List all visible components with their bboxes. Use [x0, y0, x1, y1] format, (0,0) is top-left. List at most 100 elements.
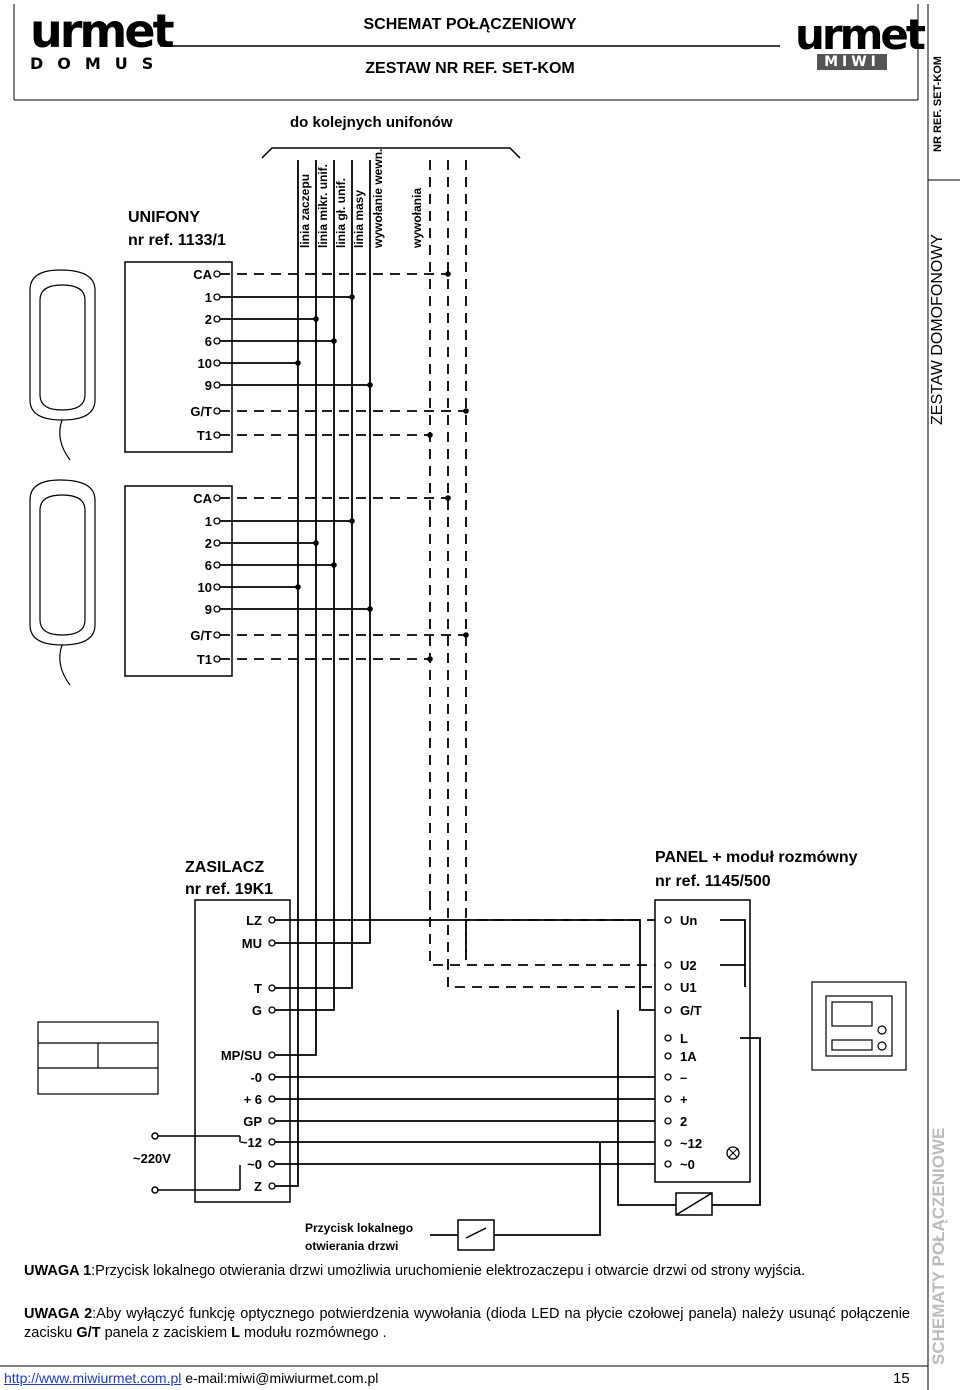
- panel-terminal-9: [664, 1139, 672, 1147]
- note-2-text-b: panela z zaciskiem: [100, 1325, 232, 1341]
- footer-links: http://www.miwiurmet.com.pl e-mail:miwi@…: [4, 1370, 378, 1386]
- unifon-1-terminal-3: [213, 337, 221, 345]
- unifon-1-2-link-node: [313, 540, 319, 546]
- wire-mpsu: [275, 900, 317, 1056]
- unifon-0-ca-link-node: [445, 271, 451, 277]
- unifon-2-terminal-6: [213, 631, 221, 639]
- zasilacz-terminal-label-4: MP/SU: [221, 1048, 262, 1063]
- panel-terminal-label-2: U1: [680, 980, 697, 995]
- footer-email: e-mail:miwi@miwiurmet.com.pl: [185, 1370, 379, 1386]
- zasilacz-terminal-label-2: T: [254, 981, 262, 996]
- unifon-2-terminal-2: [213, 539, 221, 547]
- line-label-4: wywołanie wewn.: [371, 149, 385, 249]
- local-button-icon: [457, 1219, 495, 1251]
- panel-terminal-label-1: U2: [680, 958, 697, 973]
- panel-switch-1: [720, 919, 746, 965]
- led-icon-cross-b: [728, 1148, 738, 1158]
- panel-switch-2: [720, 964, 746, 987]
- unifon-2-terminal-1: [213, 517, 221, 525]
- note-1-text: :Przycisk lokalnego otwierania drzwi umo…: [91, 1263, 806, 1279]
- panel-terminal-6: [664, 1073, 672, 1081]
- wire-t: [275, 900, 353, 989]
- line-label-1: linia mikr. unif.: [316, 164, 330, 248]
- panel-terminal-7: [664, 1095, 672, 1103]
- logo-right-sub: MIWI: [817, 54, 887, 70]
- unifon-1-6-link-node: [331, 562, 337, 568]
- unifon-2-terminal-4: [213, 583, 221, 591]
- unifon-1-terminal-label-6: G/T: [190, 404, 212, 419]
- unifon-1-terminal-label-4: 10: [198, 356, 212, 371]
- top-bracket: [261, 147, 521, 159]
- unifon-1-terminal-label-3: 6: [205, 334, 212, 349]
- unifon-2-terminal-label-1: 1: [205, 514, 212, 529]
- wire-lock-b: [712, 1037, 761, 1206]
- panel-ref: nr ref. 1145/500: [655, 873, 771, 890]
- wire-u2: [429, 900, 655, 966]
- panel-terminal-4: [664, 1034, 672, 1042]
- unifon-box-2: [124, 485, 233, 677]
- handset-1: [29, 269, 96, 461]
- line-labels: linia zaczepu linia mikr. unif. linia gł…: [298, 149, 424, 249]
- mains-wires: [151, 1132, 241, 1194]
- zasilacz-terminal-4: [268, 1051, 276, 1059]
- unifon-2-terminal-label-2: 2: [205, 536, 212, 551]
- zasilacz-terminal-6: [268, 1095, 276, 1103]
- zasilacz-terminal-label-6: + 6: [244, 1092, 262, 1107]
- unifony-title: UNIFONY: [128, 209, 200, 226]
- panel-terminal-3: [664, 1006, 672, 1014]
- button-label-1: Przycisk lokalnego: [305, 1221, 413, 1235]
- unifon-1-terminal-5: [213, 381, 221, 389]
- unifon-1-terminal-4: [213, 359, 221, 367]
- unifon-1-10-link-node: [295, 584, 301, 590]
- wire-mu: [275, 900, 371, 944]
- unifon-0-2-link-node: [313, 316, 319, 322]
- unifon-1-terminal-0: [213, 270, 221, 278]
- panel-terminal-10: [664, 1160, 672, 1168]
- zasilacz-terminal-5: [268, 1073, 276, 1081]
- unifon-2-terminal-label-5: 9: [205, 602, 212, 617]
- logo-left: urmet DOMUS: [30, 4, 175, 73]
- zasilacz-terminal-label-7: GP: [243, 1114, 262, 1129]
- unifon-1-ca-link-node: [445, 495, 451, 501]
- wire-lock-a: [617, 1010, 676, 1206]
- zasilacz-title: ZASILACZ: [185, 859, 264, 876]
- zasilacz-terminal-label-1: MU: [242, 936, 262, 951]
- panel-terminal-label-6: –: [680, 1070, 687, 1085]
- zasilacz-terminal-8: [268, 1138, 276, 1146]
- unifon-0-10-link-node: [295, 360, 301, 366]
- zasilacz-terminal-label-5: -0: [250, 1070, 262, 1085]
- panel-terminal-1: [664, 961, 672, 969]
- wire-u1: [447, 960, 655, 988]
- panel-title: PANEL + moduł rozmówny: [655, 849, 858, 866]
- unifon-0-9-link-node: [367, 382, 373, 388]
- unifon-1-9-link-node: [367, 606, 373, 612]
- unifon-1-terminal-2: [213, 315, 221, 323]
- unifon-1-terminal-label-2: 2: [205, 312, 212, 327]
- handset-2: [29, 479, 96, 686]
- unifon-1-terminal-6: [213, 407, 221, 415]
- note-2-text-a: :Aby wyłączyć funkcję optycznego potwier…: [24, 1306, 910, 1341]
- footer-url-link[interactable]: http://www.miwiurmet.com.pl: [4, 1370, 182, 1386]
- logo-right-main: urmet: [795, 10, 926, 59]
- top-label: do kolejnych unifonów: [290, 114, 453, 131]
- logo-left-sub: DOMUS: [30, 54, 168, 73]
- zasilacz-terminal-label-0: LZ: [246, 913, 262, 928]
- note-2-bold-b: L: [231, 1325, 240, 1341]
- zasilacz-device-icon: [37, 1021, 159, 1095]
- unifon-2-terminal-3: [213, 561, 221, 569]
- zasilacz-terminal-7: [268, 1117, 276, 1125]
- unifon-box-1: [124, 261, 233, 453]
- zasilacz-terminal-10: [268, 1182, 276, 1190]
- unifon-1-terminal-label-7: T1: [197, 428, 212, 443]
- unifon-0-gt-link-node: [463, 408, 469, 414]
- unifon-2-terminal-label-3: 6: [205, 558, 212, 573]
- bus-lines: [220, 160, 761, 1236]
- unifon-1-t1-link-node: [427, 656, 433, 662]
- line-label-0: linia zaczepu: [298, 174, 312, 248]
- logo-left-main: urmet: [30, 4, 175, 58]
- zasilacz-terminal-0: [268, 916, 276, 924]
